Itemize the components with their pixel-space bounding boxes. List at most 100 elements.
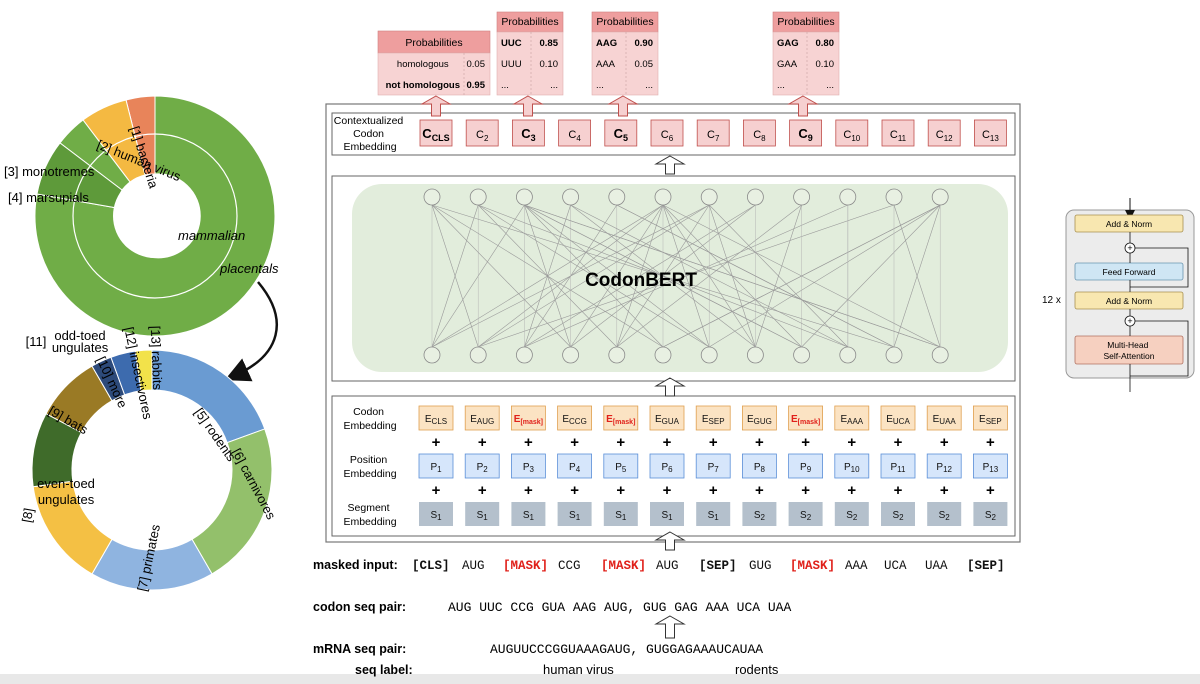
network-node-top — [700, 188, 718, 206]
codon-emb-token: EUAA — [933, 414, 957, 426]
prob-table-title: Probabilities — [501, 16, 558, 28]
label-even-toed: even-toed — [37, 476, 95, 491]
masked-token: [MASK] — [503, 559, 548, 573]
codon-emb-token: EAUG — [470, 414, 494, 426]
masked-token: AUG — [656, 559, 679, 573]
codon-seq-pair-text: AUG UUC CCG GUA AAG AUG, GUG GAG AAA UCA… — [448, 600, 791, 615]
ctx-token: C5 — [614, 126, 628, 143]
network-edge — [431, 204, 571, 348]
prob-row-value: 0.95 — [467, 80, 486, 91]
network-node-bottom — [423, 346, 441, 364]
prob-row-key: GAA — [777, 59, 798, 70]
plus-sign: + — [432, 434, 441, 451]
segment-emb-token: S2 — [754, 510, 766, 522]
network-node-top — [654, 188, 672, 206]
codon-embedding-label: Codon Embedding — [343, 406, 396, 432]
prob-row-value: 0.05 — [635, 59, 654, 70]
segment-emb-token-box — [557, 502, 592, 526]
plus-sign: + — [709, 482, 718, 499]
plus-sign: + — [940, 434, 949, 451]
masked-token: UCA — [884, 559, 907, 573]
position-emb-token-box — [880, 453, 916, 479]
segment-emb-token: S2 — [800, 510, 812, 522]
network-node-bottom — [885, 346, 903, 364]
network-node-bottom — [562, 346, 579, 364]
segment-emb-token-box — [742, 502, 777, 526]
segment-emb-token-box — [881, 502, 915, 526]
prob-row-key: homologous — [397, 59, 449, 70]
position-emb-token: P3 — [523, 462, 535, 474]
plus-sign: + — [478, 482, 487, 499]
codon-emb-token-box — [649, 405, 685, 431]
network-edge — [478, 204, 710, 348]
transformer-connectors — [1129, 232, 1189, 392]
prob-table-title: Probabilities — [405, 37, 462, 49]
segment-emb-token: S1 — [661, 510, 673, 522]
ctx-token: C8 — [753, 129, 766, 143]
network-edge — [431, 204, 479, 348]
masked-token: AAA — [845, 559, 868, 573]
network-node-top — [885, 188, 903, 206]
label-odd-toed-2: ungulates — [52, 340, 109, 355]
transformer-block: 12 x Add & Norm + Feed Forward Add & Nor… — [1042, 198, 1195, 392]
donut-top-hole — [113, 174, 197, 258]
arrow-input-to-emb — [654, 531, 686, 551]
prob-table-title: Probabilities — [596, 16, 653, 28]
masked-input-tokens: [CLS]AUG[MASK]CCG[MASK]AUG[SEP]GUG[MASK]… — [412, 559, 1005, 573]
plus-sign: + — [847, 482, 856, 499]
position-emb-token: P12 — [936, 462, 952, 474]
position-emb-token: P1 — [430, 462, 442, 474]
ctx-token: C10 — [843, 129, 860, 143]
donut-bottom: [5] rodents[6] carnivores[7] primates[9]… — [19, 325, 279, 592]
network-edge — [431, 204, 664, 348]
label-marsupials: [4] marsupials — [8, 190, 89, 205]
position-emb-token: P10 — [844, 462, 860, 474]
prob-table-body — [496, 31, 564, 96]
mrna-seq-pair-label: mRNA seq pair: — [313, 642, 406, 656]
plus-sign: + — [986, 482, 995, 499]
prob-row-value: 0.85 — [540, 38, 559, 49]
model-title: CodonBERT — [585, 270, 697, 291]
network-node-top — [469, 188, 487, 206]
network-node-top — [562, 188, 579, 206]
network-node-bottom — [469, 346, 487, 364]
network-node-bottom — [654, 346, 672, 364]
add-norm-bottom-label: Add & Norm — [1106, 296, 1152, 306]
position-emb-token-box — [695, 453, 731, 479]
label-mammalian: mammalian — [178, 228, 245, 243]
codon-emb-token: ESEP — [979, 414, 1002, 426]
plus-sign: + — [524, 434, 533, 451]
segment-emb-token-box — [650, 502, 684, 526]
seq-label-left: human virus — [543, 662, 614, 677]
codon-emb-token: E[mask] — [791, 414, 820, 426]
codon-emb-token: ESEP — [702, 414, 725, 426]
add-norm-top-label: Add & Norm — [1106, 219, 1152, 229]
prob-row-value: ... — [826, 80, 834, 91]
masked-token: [SEP] — [699, 559, 737, 573]
segment-emb-token-box — [834, 502, 869, 526]
codon-emb-token: ECCG — [562, 414, 586, 426]
prob-row-value: 0.80 — [816, 38, 835, 49]
network-edge — [524, 204, 710, 348]
position-emb-token-box — [973, 453, 1008, 479]
mrna-seq-pair-text: AUGUUCCCGGUAAAGAUG, GUGGAGAAAUCAUAA — [490, 642, 763, 657]
arrow-to-prob-c3 — [512, 95, 544, 117]
donut-top-human-virus — [82, 99, 146, 183]
segment-emb-token-box — [788, 502, 823, 526]
arrow-emb-to-model — [654, 377, 686, 397]
prob-row-key: not homologous — [386, 80, 460, 91]
masked-token: [CLS] — [412, 559, 450, 573]
segment-emb-token: S2 — [985, 510, 997, 522]
position-emb-token: P6 — [661, 462, 673, 474]
network-node-bottom — [931, 346, 949, 364]
masked-token: [SEP] — [967, 559, 1005, 573]
segment-embedding-label: Segment Embedding — [343, 502, 396, 528]
donut-top-divider — [72, 133, 238, 299]
plus-sign: + — [986, 434, 995, 451]
position-emb-token: P11 — [891, 462, 907, 474]
prob-table-title: Probabilities — [777, 16, 834, 28]
prob-table-body — [377, 52, 491, 96]
ctx-token: C12 — [936, 129, 953, 143]
network-edge — [662, 204, 941, 348]
